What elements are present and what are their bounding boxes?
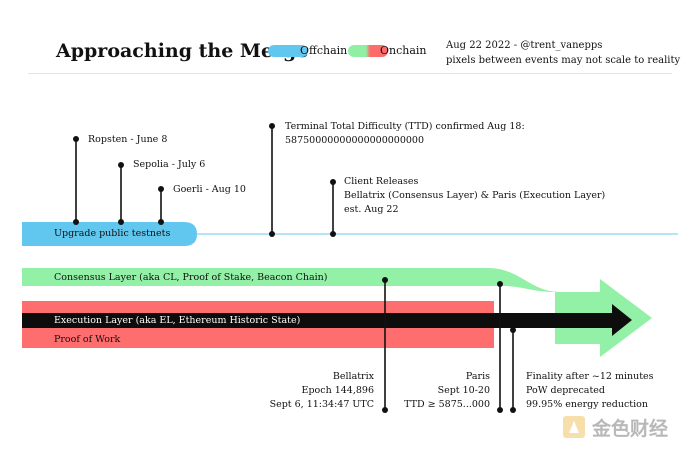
date-author-note: Aug 22 2022 - @trent_vanepps bbox=[446, 40, 603, 51]
ropsten-label: Ropsten - June 8 bbox=[88, 134, 168, 145]
consensus-band bbox=[22, 268, 652, 357]
ttd-label: Terminal Total Difficulty (TTD) confirme… bbox=[285, 120, 525, 148]
ttd-line2: 58750000000000000000000 bbox=[285, 135, 425, 146]
execution-band-label: Execution Layer (aka EL, Ethereum Histor… bbox=[54, 315, 301, 326]
client-releases-label: Client Releases Bellatrix (Consensus Lay… bbox=[344, 175, 605, 217]
paris-line2: Sept 10-20 bbox=[437, 385, 490, 396]
client-releases-line3: est. Aug 22 bbox=[344, 204, 399, 215]
bellatrix-dot-top bbox=[382, 277, 388, 283]
sepolia-dot-top bbox=[118, 162, 124, 168]
client-releases-dot-top bbox=[330, 179, 336, 185]
paris-label: Paris Sept 10-20 TTD ≥ 5875...000 bbox=[380, 370, 490, 412]
paris-line3: TTD ≥ 5875...000 bbox=[404, 399, 490, 410]
finality-line3: 99.95% energy reduction bbox=[526, 399, 648, 410]
testnets-band bbox=[22, 222, 197, 246]
finality-dot-bottom bbox=[510, 407, 516, 413]
client-releases-dot-bottom bbox=[330, 231, 336, 237]
execution-band bbox=[22, 304, 632, 336]
consensus-band-label: Consensus Layer (aka CL, Proof of Stake,… bbox=[54, 272, 328, 283]
offchain-legend-label: Offchain bbox=[300, 44, 348, 57]
finality-label: Finality after ~12 minutes PoW deprecate… bbox=[526, 370, 654, 412]
goerli-label: Goerli - Aug 10 bbox=[173, 184, 246, 195]
bellatrix-line3: Sept 6, 11:34:47 UTC bbox=[269, 399, 374, 410]
scale-disclaimer: pixels between events may not scale to r… bbox=[446, 55, 681, 66]
ropsten-dot-top bbox=[73, 136, 79, 142]
client-releases-line2: Bellatrix (Consensus Layer) & Paris (Exe… bbox=[344, 190, 606, 201]
bellatrix-dot-bottom bbox=[382, 407, 388, 413]
finality-line2: PoW deprecated bbox=[526, 385, 605, 396]
ropsten-dot-bottom bbox=[73, 219, 79, 225]
client-releases-line1: Client Releases bbox=[344, 176, 419, 187]
offchain-legend-swatch bbox=[268, 45, 308, 57]
goerli-dot-bottom bbox=[158, 219, 164, 225]
ttd-line1: Terminal Total Difficulty (TTD) confirme… bbox=[285, 121, 525, 132]
bellatrix-line1: Bellatrix bbox=[332, 371, 374, 382]
pow-band-label: Proof of Work bbox=[54, 334, 121, 345]
onchain-legend-swatch bbox=[348, 45, 388, 57]
goerli-dot-top bbox=[158, 186, 164, 192]
paris-dot-bottom bbox=[497, 407, 503, 413]
onchain-legend-label: Onchain bbox=[380, 44, 427, 57]
bellatrix-line2: Epoch 144,896 bbox=[301, 385, 374, 396]
watermark-text: 金色财经 bbox=[592, 418, 669, 440]
paris-line1: Paris bbox=[465, 371, 490, 382]
watermark-logo-icon bbox=[563, 416, 585, 438]
diagram-title: Approaching the Merge bbox=[56, 40, 309, 62]
ttd-dot-bottom bbox=[269, 231, 275, 237]
sepolia-dot-bottom bbox=[118, 219, 124, 225]
bellatrix-label: Bellatrix Epoch 144,896 Sept 6, 11:34:47… bbox=[256, 370, 374, 412]
paris-dot-top bbox=[497, 281, 503, 287]
finality-line1: Finality after ~12 minutes bbox=[526, 371, 654, 382]
ttd-dot-top bbox=[269, 123, 275, 129]
finality-dot-top bbox=[510, 327, 516, 333]
testnets-band-label: Upgrade public testnets bbox=[54, 228, 171, 239]
sepolia-label: Sepolia - July 6 bbox=[133, 159, 206, 170]
header-divider bbox=[28, 73, 672, 74]
